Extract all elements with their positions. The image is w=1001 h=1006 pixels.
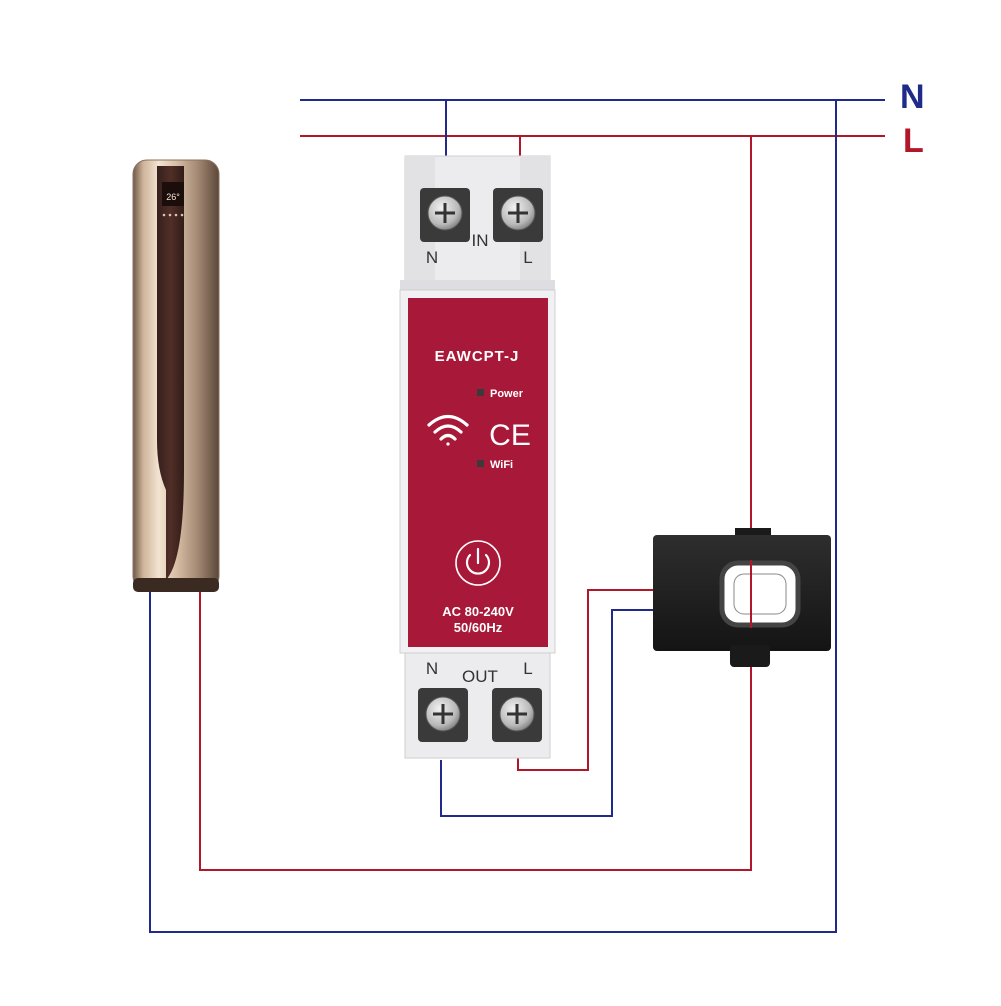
ce-mark-icon: CE [489,419,531,452]
output-terminal-n-label: N [426,659,438,678]
rating-voltage: AC 80-240V [442,604,514,619]
power-button[interactable] [455,540,501,586]
wire-out-neutral-to-clamp [440,609,658,817]
appliance-display [162,182,184,206]
live-bus-label: L [903,122,924,160]
input-terminal-n [420,188,470,242]
appliance-control-dots [162,213,184,217]
current-clamp [653,528,831,667]
input-terminal-l [493,188,543,242]
neutral-bus: N [300,78,925,116]
wifi-led [477,460,484,467]
power-button-icon[interactable] [465,547,491,575]
wifi-icon [427,414,469,446]
wifi-led-label: WiFi [490,459,513,471]
wire-live-through-clamp [199,136,752,871]
appliance-display-reading: 26° [166,192,180,202]
power-led-label: Power [490,388,524,400]
rating-frequency: 50/60Hz [454,620,503,635]
output-terminal-l [492,688,542,742]
output-terminal-n [418,688,468,742]
neutral-bus-label: N [900,78,925,116]
output-terminal-l-label: L [523,659,532,678]
wires [149,100,837,933]
power-button-ring[interactable] [455,540,501,586]
input-terminal-n-label: N [426,248,438,267]
wire-out-live-to-clamp [517,589,658,771]
wire-neutral-return [149,100,837,933]
input-terminal-l-label: L [523,248,532,267]
input-label: IN [472,231,489,250]
live-bus: L [300,122,924,160]
smart-meter: N IN L EAWCPT-J Power CE WiFi AC 80-240V… [399,155,556,759]
tower-air-conditioner: 26° [132,159,220,592]
power-led [477,389,484,396]
output-label: OUT [462,667,498,686]
device-front-panel [408,298,548,647]
device-model: EAWCPT-J [435,348,520,365]
